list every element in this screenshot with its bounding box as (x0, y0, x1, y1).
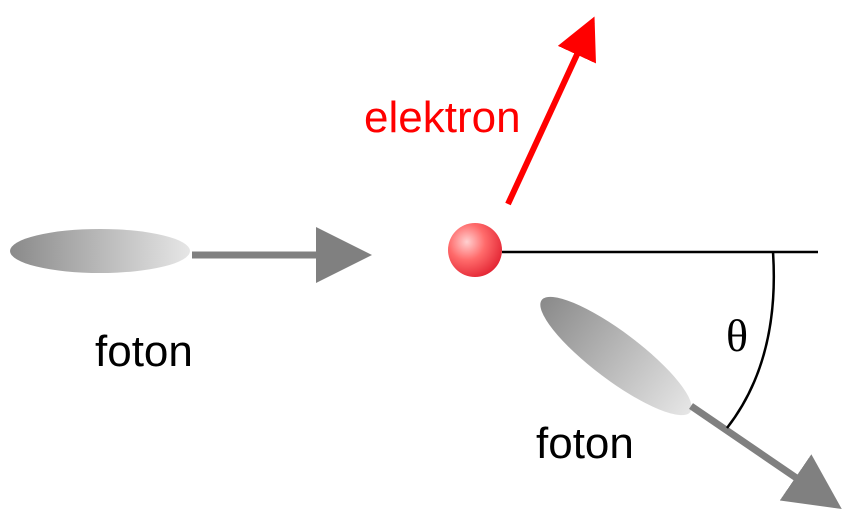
electron-arrow (505, 16, 596, 206)
scattered-photon-ellipse (540, 296, 692, 416)
incident-photon-ellipse (10, 229, 190, 273)
scattered-photon-label: foton (536, 419, 634, 468)
angle-arc (726, 251, 776, 429)
electron-particle (448, 223, 502, 277)
scattered-photon-arrow (689, 403, 842, 509)
incident-photon-label: foton (95, 327, 193, 376)
electron-label: elektron (364, 93, 521, 142)
angle-theta-label: θ (726, 310, 748, 361)
